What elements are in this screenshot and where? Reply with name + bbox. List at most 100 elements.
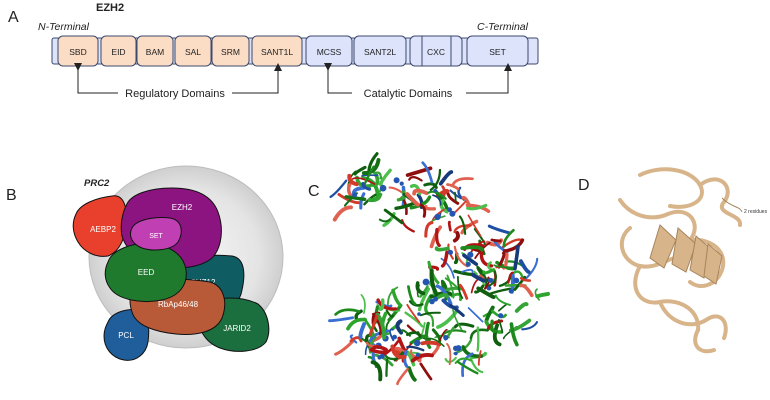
ribbon-segment (408, 300, 424, 307)
ribbon-helix-node (352, 192, 358, 198)
ribbon-helix-node (465, 261, 471, 267)
ribbon-helix-node (508, 288, 514, 294)
ribbon-coil (693, 328, 716, 354)
ribbon-segment (427, 190, 447, 200)
ribbon-beta-sheet (649, 224, 677, 269)
domain-sbd-label: SBD (69, 47, 86, 57)
catalytic-bracket-right (466, 63, 512, 94)
ribbon-segment (347, 173, 359, 187)
ribbon-segment (385, 358, 389, 378)
ribbon-helix-node (498, 313, 504, 319)
ribbon-segment (435, 284, 453, 306)
ribbon-segment (406, 303, 421, 324)
domain-ribbon-structure (618, 167, 743, 354)
domain-cxc-box (409, 35, 463, 67)
ribbon-segment (349, 334, 358, 344)
ribbon-helix-node (415, 352, 420, 357)
ribbon-coil (698, 177, 742, 227)
ribbon-segment (460, 219, 479, 235)
ribbon-segment (454, 191, 457, 202)
ribbon-coil (638, 167, 704, 209)
ribbon-segment (405, 192, 420, 207)
domain-bam-label: BAM (146, 47, 164, 57)
subunit-aebp2-shape (72, 195, 127, 257)
ribbon-segment (449, 189, 462, 200)
ribbon-segment (509, 271, 515, 294)
ribbon-segment (535, 291, 550, 299)
ribbon-segment (424, 294, 433, 315)
ribbon-segment (429, 168, 442, 191)
ribbon-helix-node (393, 177, 400, 184)
ribbon-segment (469, 328, 489, 340)
ribbon-segment (441, 329, 467, 336)
ribbon-segment (461, 352, 474, 378)
panel-c: C (308, 152, 550, 386)
ribbon-segment (353, 165, 367, 176)
ribbon-helix-node (487, 277, 494, 283)
ribbon-segment (502, 228, 515, 248)
panel-d-label: D (578, 177, 590, 194)
ribbon-segment (417, 287, 431, 312)
ribbon-segment (419, 203, 427, 218)
ribbon-segment (518, 259, 531, 274)
ribbon-segment (361, 174, 379, 177)
ribbon-segment (358, 322, 367, 339)
ribbon-segment (415, 281, 426, 296)
ribbon-coil (618, 198, 697, 242)
ribbon-segment (424, 321, 432, 349)
domain-sant2l-box (353, 35, 407, 67)
ribbon-segment (493, 264, 514, 269)
ribbon-segment (361, 181, 372, 191)
c-terminal-label: C-Terminal (477, 21, 529, 33)
ribbon-segment (436, 310, 458, 329)
ribbon-segment (406, 331, 422, 338)
regulatory-bracket-right (232, 63, 282, 94)
ribbon-segment (385, 309, 395, 318)
ribbon-segment (497, 304, 507, 312)
domain-eid-box (100, 35, 137, 67)
ribbon-segment (329, 179, 348, 199)
ribbon-helix-node (433, 188, 437, 193)
ribbon-segment (376, 298, 398, 311)
ribbon-segment (439, 198, 449, 214)
domain-cxc-label: CXC (427, 47, 445, 57)
prc2-label: PRC2 (84, 178, 110, 189)
ribbon-segment (371, 193, 383, 202)
ribbon-segment (509, 322, 519, 347)
ribbon-helix-node (454, 351, 458, 356)
ribbon-segment (388, 328, 395, 342)
catalytic-bracket-left (324, 63, 352, 94)
ribbon-segment (467, 214, 482, 237)
ribbon-segment (371, 312, 383, 336)
residue-annotation: 2 residues (744, 209, 768, 215)
ribbon-segment (438, 170, 454, 186)
ribbon-segment (461, 195, 472, 209)
ribbon-segment (467, 307, 484, 323)
ribbon-helix-node (379, 184, 387, 192)
ribbon-segment (368, 329, 390, 343)
catalytic-domains-label: Catalytic Domains (364, 88, 453, 100)
ribbon-segment (409, 195, 432, 210)
ribbon-segment (369, 172, 380, 187)
ribbon-segment (407, 366, 417, 382)
ribbon-segment (419, 285, 429, 298)
ribbon-segment (476, 326, 480, 352)
ribbon-segment (492, 323, 502, 347)
ribbon-helix-node (486, 285, 492, 291)
ribbon-segment (519, 283, 534, 298)
ribbon-segment (394, 201, 417, 210)
ribbon-segment (454, 357, 472, 364)
ribbon-segment (429, 290, 453, 299)
ribbon-segment (440, 250, 449, 268)
ribbon-segment (435, 293, 449, 300)
subunit-set-label: SET (149, 233, 163, 240)
ribbon-segment (513, 244, 520, 271)
ribbon-segment (457, 275, 464, 299)
ribbon-segment (453, 322, 475, 329)
ribbon-segment (344, 195, 367, 201)
ribbon-segment (521, 321, 539, 331)
ribbon-segment (429, 268, 439, 297)
ribbon-segment (524, 257, 539, 280)
